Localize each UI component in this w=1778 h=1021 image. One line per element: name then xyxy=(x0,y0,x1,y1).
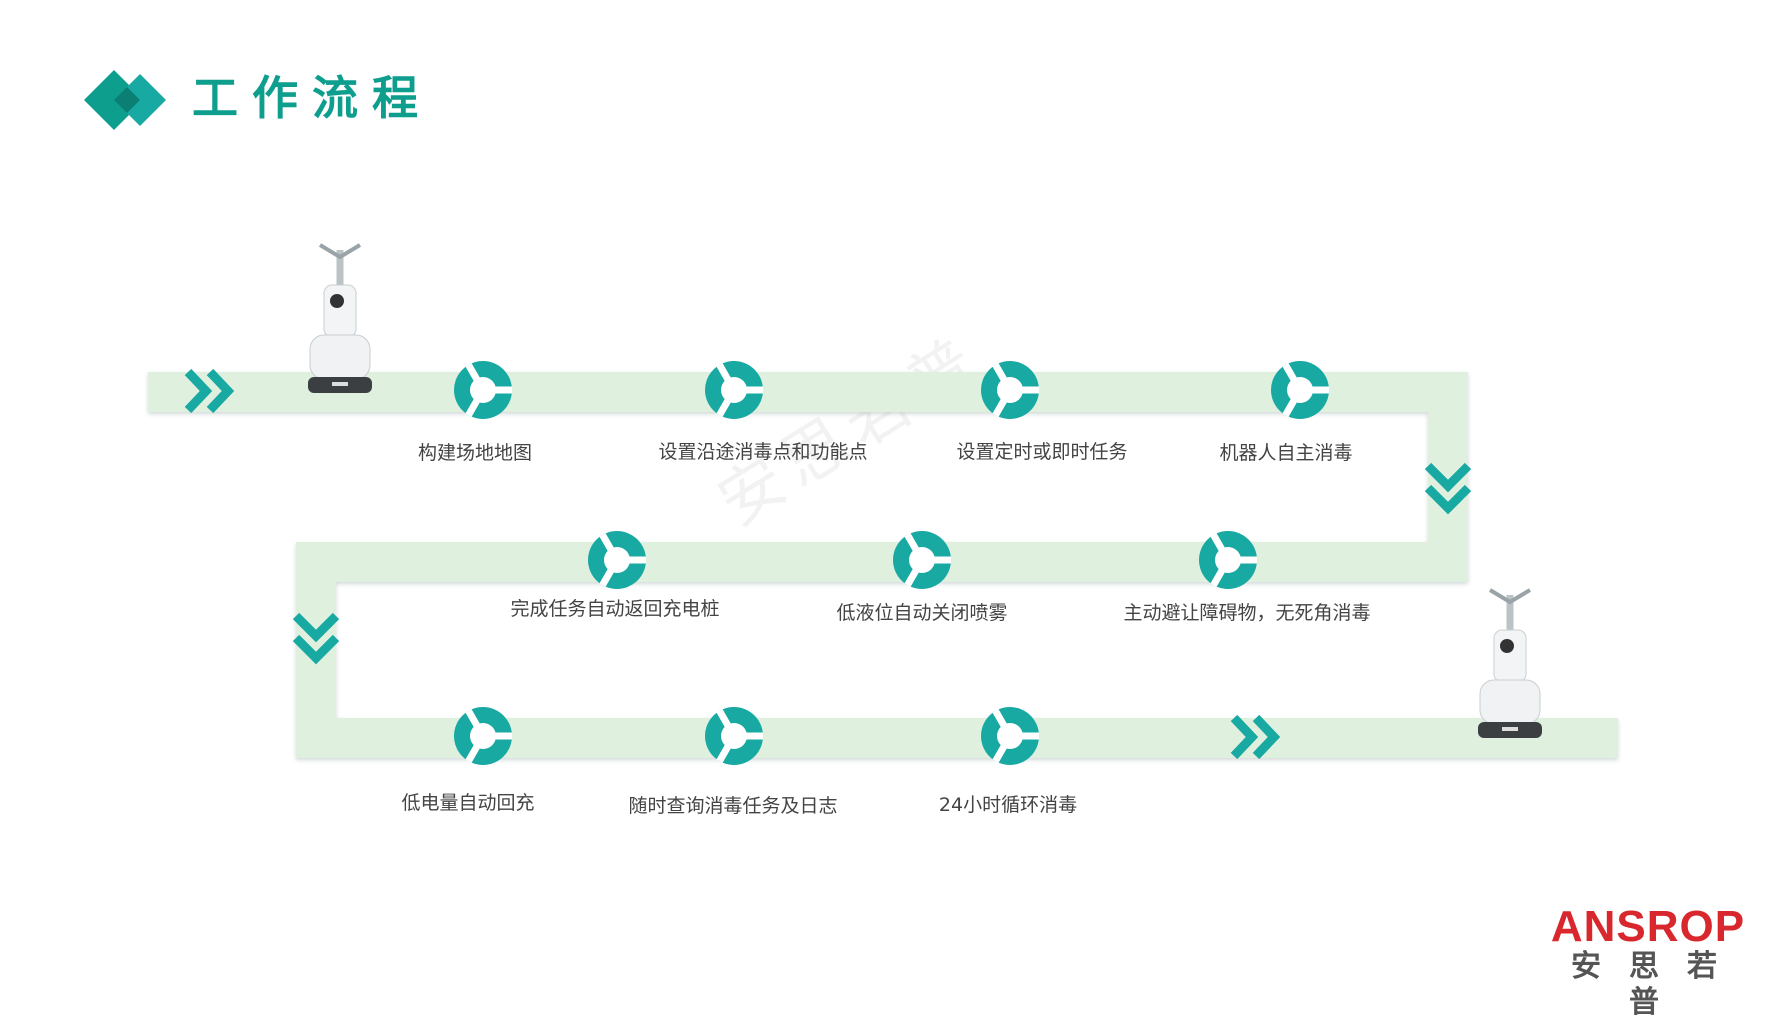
workflow-diagram xyxy=(0,0,1778,1000)
step-label: 完成任务自动返回充电桩 xyxy=(510,597,719,621)
step-node-icon xyxy=(893,531,951,589)
step-node-icon xyxy=(454,707,512,765)
robot-image xyxy=(308,245,372,393)
robot-image xyxy=(1478,590,1542,738)
step-label: 主动避让障碍物，无死角消毒 xyxy=(1123,601,1370,625)
step-label: 24小时循环消毒 xyxy=(939,793,1077,817)
step-node-icon xyxy=(1199,531,1257,589)
step-label: 低电量自动回充 xyxy=(401,791,534,815)
step-label: 构建场地地图 xyxy=(418,441,532,465)
step-label: 低液位自动关闭喷雾 xyxy=(836,601,1007,625)
step-label: 设置定时或即时任务 xyxy=(956,440,1127,464)
step-node-icon xyxy=(705,707,763,765)
step-node-icon xyxy=(454,361,512,419)
step-node-icon xyxy=(981,361,1039,419)
step-label: 设置沿途消毒点和功能点 xyxy=(658,440,867,464)
step-node-icon xyxy=(588,531,646,589)
step-label: 随时查询消毒任务及日志 xyxy=(628,794,837,818)
logo-text-cn: 安思若普 xyxy=(1538,949,1758,1021)
step-label: 机器人自主消毒 xyxy=(1219,441,1352,465)
flow-track xyxy=(148,372,1618,758)
step-node-icon xyxy=(981,707,1039,765)
logo-text-en: ANSROP xyxy=(1538,905,1758,949)
company-logo: ANSROP 安思若普 xyxy=(1538,905,1758,1021)
step-node-icon xyxy=(705,361,763,419)
step-node-icon xyxy=(1271,361,1329,419)
